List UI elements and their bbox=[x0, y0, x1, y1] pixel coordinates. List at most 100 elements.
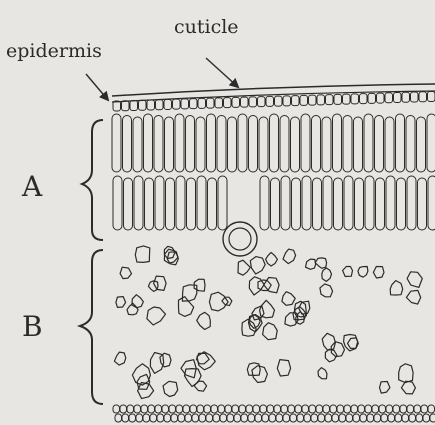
vascular-bundle bbox=[223, 222, 257, 256]
spongy-cell bbox=[120, 267, 131, 278]
brace-a bbox=[82, 120, 103, 240]
palisade-cell bbox=[197, 176, 206, 230]
palisade-cell bbox=[396, 114, 405, 172]
lower-epidermal-cell bbox=[213, 414, 220, 422]
lower-epidermal-cell bbox=[351, 405, 358, 413]
lower-epidermal-cell bbox=[262, 414, 269, 422]
layer-a-label: A bbox=[22, 170, 42, 203]
lower-epidermal-cell bbox=[127, 405, 134, 413]
lower-epidermal-cell bbox=[211, 405, 218, 413]
epidermal-cell bbox=[334, 94, 342, 104]
palisade-cell bbox=[354, 117, 363, 172]
palisade-cell bbox=[302, 176, 311, 230]
spongy-cell bbox=[249, 277, 264, 295]
palisade-cell bbox=[417, 117, 426, 172]
palisade-cell bbox=[238, 114, 247, 172]
lower-epidermal-cell bbox=[409, 414, 416, 422]
lower-epidermal-cell bbox=[407, 405, 414, 413]
palisade-cell bbox=[228, 117, 237, 172]
palisade-cell bbox=[217, 116, 226, 173]
lower-epidermal-cell bbox=[220, 414, 227, 422]
lower-epidermal-cell bbox=[178, 414, 185, 422]
palisade-cell bbox=[292, 178, 301, 230]
lower-epidermal-cell bbox=[183, 405, 190, 413]
lower-epidermal-cell bbox=[162, 405, 169, 413]
epidermal-cell bbox=[385, 93, 393, 103]
spongy-cell bbox=[138, 383, 154, 399]
palisade-cell bbox=[165, 117, 174, 172]
lower-epidermal-cell bbox=[323, 405, 330, 413]
lower-epidermal-cell bbox=[269, 414, 276, 422]
epidermal-cell bbox=[122, 101, 130, 111]
palisade-cell bbox=[270, 114, 279, 172]
spongy-cell bbox=[160, 353, 171, 367]
lower-epidermal-cell bbox=[428, 405, 435, 413]
spongy-cell bbox=[407, 272, 422, 288]
lower-epidermal-cell bbox=[372, 405, 379, 413]
epidermal-cell bbox=[428, 92, 435, 102]
palisade-cell bbox=[259, 117, 268, 172]
lower-epidermal-cell bbox=[388, 414, 395, 422]
lower-epidermal-cell bbox=[155, 405, 162, 413]
lower-epidermal-cell bbox=[346, 414, 353, 422]
spongy-cell bbox=[209, 292, 228, 311]
lower-epidermal-cell bbox=[311, 414, 318, 422]
cuticle-label: cuticle bbox=[174, 16, 239, 38]
lower-epidermal-cell bbox=[325, 414, 332, 422]
palisade-cell bbox=[124, 178, 133, 230]
lower-epidermal-cell bbox=[260, 405, 267, 413]
epidermal-cell bbox=[266, 96, 274, 106]
palisade-cell bbox=[166, 178, 175, 230]
lower-epidermal-cell bbox=[255, 414, 262, 422]
spongy-cell bbox=[238, 260, 250, 275]
lower-epidermal-cell bbox=[337, 405, 344, 413]
spongy-cell bbox=[358, 267, 368, 278]
lower-epidermal-cell bbox=[197, 405, 204, 413]
epidermal-cell bbox=[283, 96, 291, 106]
lower-epidermal-cell bbox=[302, 405, 309, 413]
epidermal-cell bbox=[275, 96, 283, 106]
epidermal-cell bbox=[377, 93, 385, 103]
palisade-cell bbox=[355, 178, 364, 230]
lower-epidermal-cell bbox=[227, 414, 234, 422]
epidermal-cell bbox=[360, 94, 368, 104]
epidermal-cell bbox=[130, 100, 138, 110]
spongy-cell bbox=[197, 312, 211, 329]
epidermal-cell bbox=[139, 100, 147, 110]
lower-epidermal-cell bbox=[290, 414, 297, 422]
lower-epidermal-cell bbox=[276, 414, 283, 422]
spongy-cell bbox=[114, 352, 125, 365]
lower-epidermal-cell bbox=[339, 414, 346, 422]
spongy-cell bbox=[401, 381, 415, 394]
lower-epidermal-cell bbox=[358, 405, 365, 413]
lower-epidermal-cell bbox=[267, 405, 274, 413]
lower-epidermal-cell bbox=[393, 405, 400, 413]
palisade-cell bbox=[376, 178, 385, 230]
lower-epidermal-cell bbox=[115, 414, 122, 422]
lower-epidermal-cell bbox=[232, 405, 239, 413]
palisade-cell bbox=[291, 117, 300, 172]
epidermal-cell bbox=[419, 92, 427, 102]
lower-epidermal-cell bbox=[374, 414, 381, 422]
lower-epidermal-cell bbox=[304, 414, 311, 422]
lower-epidermal-cell bbox=[190, 405, 197, 413]
palisade-cell bbox=[301, 114, 310, 172]
spongy-cell bbox=[380, 382, 390, 394]
spongy-cell bbox=[390, 281, 403, 295]
lower-epidermal-cell bbox=[225, 405, 232, 413]
epidermis-label: epidermis bbox=[6, 40, 102, 62]
epidermal-cell bbox=[232, 97, 240, 107]
spongy-cell bbox=[135, 246, 150, 263]
lower-epidermal-cell bbox=[239, 405, 246, 413]
epidermal-cell bbox=[215, 98, 223, 108]
epidermal-cell bbox=[164, 99, 172, 109]
lower-epidermal-cell bbox=[430, 414, 435, 422]
lower-epidermal-cell bbox=[402, 414, 409, 422]
palisade-cell bbox=[323, 176, 332, 230]
epidermal-cell bbox=[190, 99, 198, 109]
epidermal-cell bbox=[156, 100, 164, 110]
lower-epidermal-cell bbox=[360, 414, 367, 422]
lower-epidermal-cell bbox=[416, 414, 423, 422]
palisade-cell bbox=[155, 176, 164, 230]
